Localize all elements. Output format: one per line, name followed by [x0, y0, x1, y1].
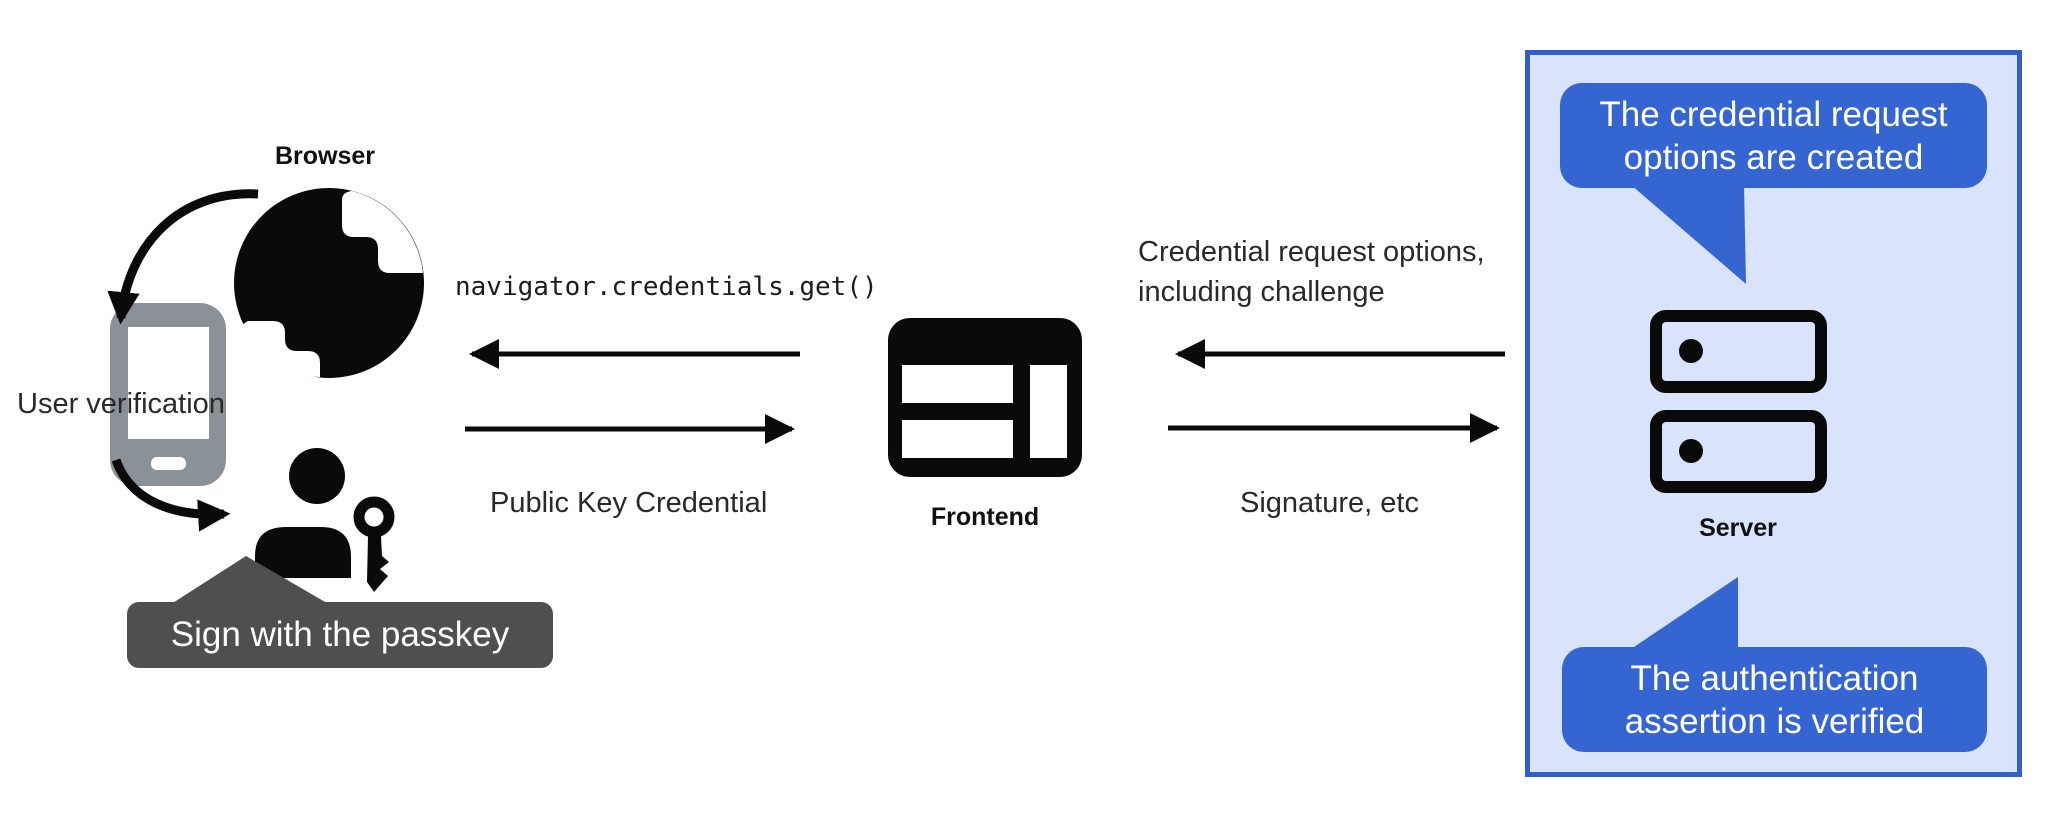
credential-request-options-line2: including challenge [1138, 276, 1385, 308]
server-label: Server [1699, 514, 1777, 542]
assertion-verified-line2: assertion is verified [1624, 701, 1925, 741]
assertion-verified-line1: The authentication [1630, 658, 1919, 698]
key-icon [353, 496, 395, 592]
browser-label: Browser [274, 142, 376, 170]
user-icon [255, 448, 351, 578]
user-verification-label: User verification [17, 388, 225, 420]
browser-to-phone-arrow [107, 189, 259, 325]
tooltip-tail [168, 556, 332, 606]
navigator-credentials-get-label: navigator.credentials.get() [455, 272, 878, 302]
phone-to-user-arrow [111, 458, 231, 532]
credential-options-created-callout: The credential request options are creat… [1560, 83, 1987, 188]
credential-options-created-line1: The credential request [1599, 94, 1948, 134]
frontend-window-icon [888, 318, 1082, 477]
assertion-verified-callout: The authentication assertion is verified [1562, 647, 1987, 752]
sign-with-passkey-tooltip: Sign with the passkey [127, 602, 553, 668]
credential-request-options-label: Credential request options, including ch… [1138, 232, 1485, 312]
frontend-label: Frontend [930, 503, 1040, 531]
public-key-credential-label: Public Key Credential [490, 487, 768, 519]
sign-with-passkey-label: Sign with the passkey [170, 615, 510, 654]
credential-options-created-line2: options are created [1623, 137, 1924, 177]
credential-request-options-line1: Credential request options, [1138, 236, 1485, 268]
signature-etc-label: Signature, etc [1240, 487, 1419, 519]
globe-browser-icon [234, 188, 424, 378]
